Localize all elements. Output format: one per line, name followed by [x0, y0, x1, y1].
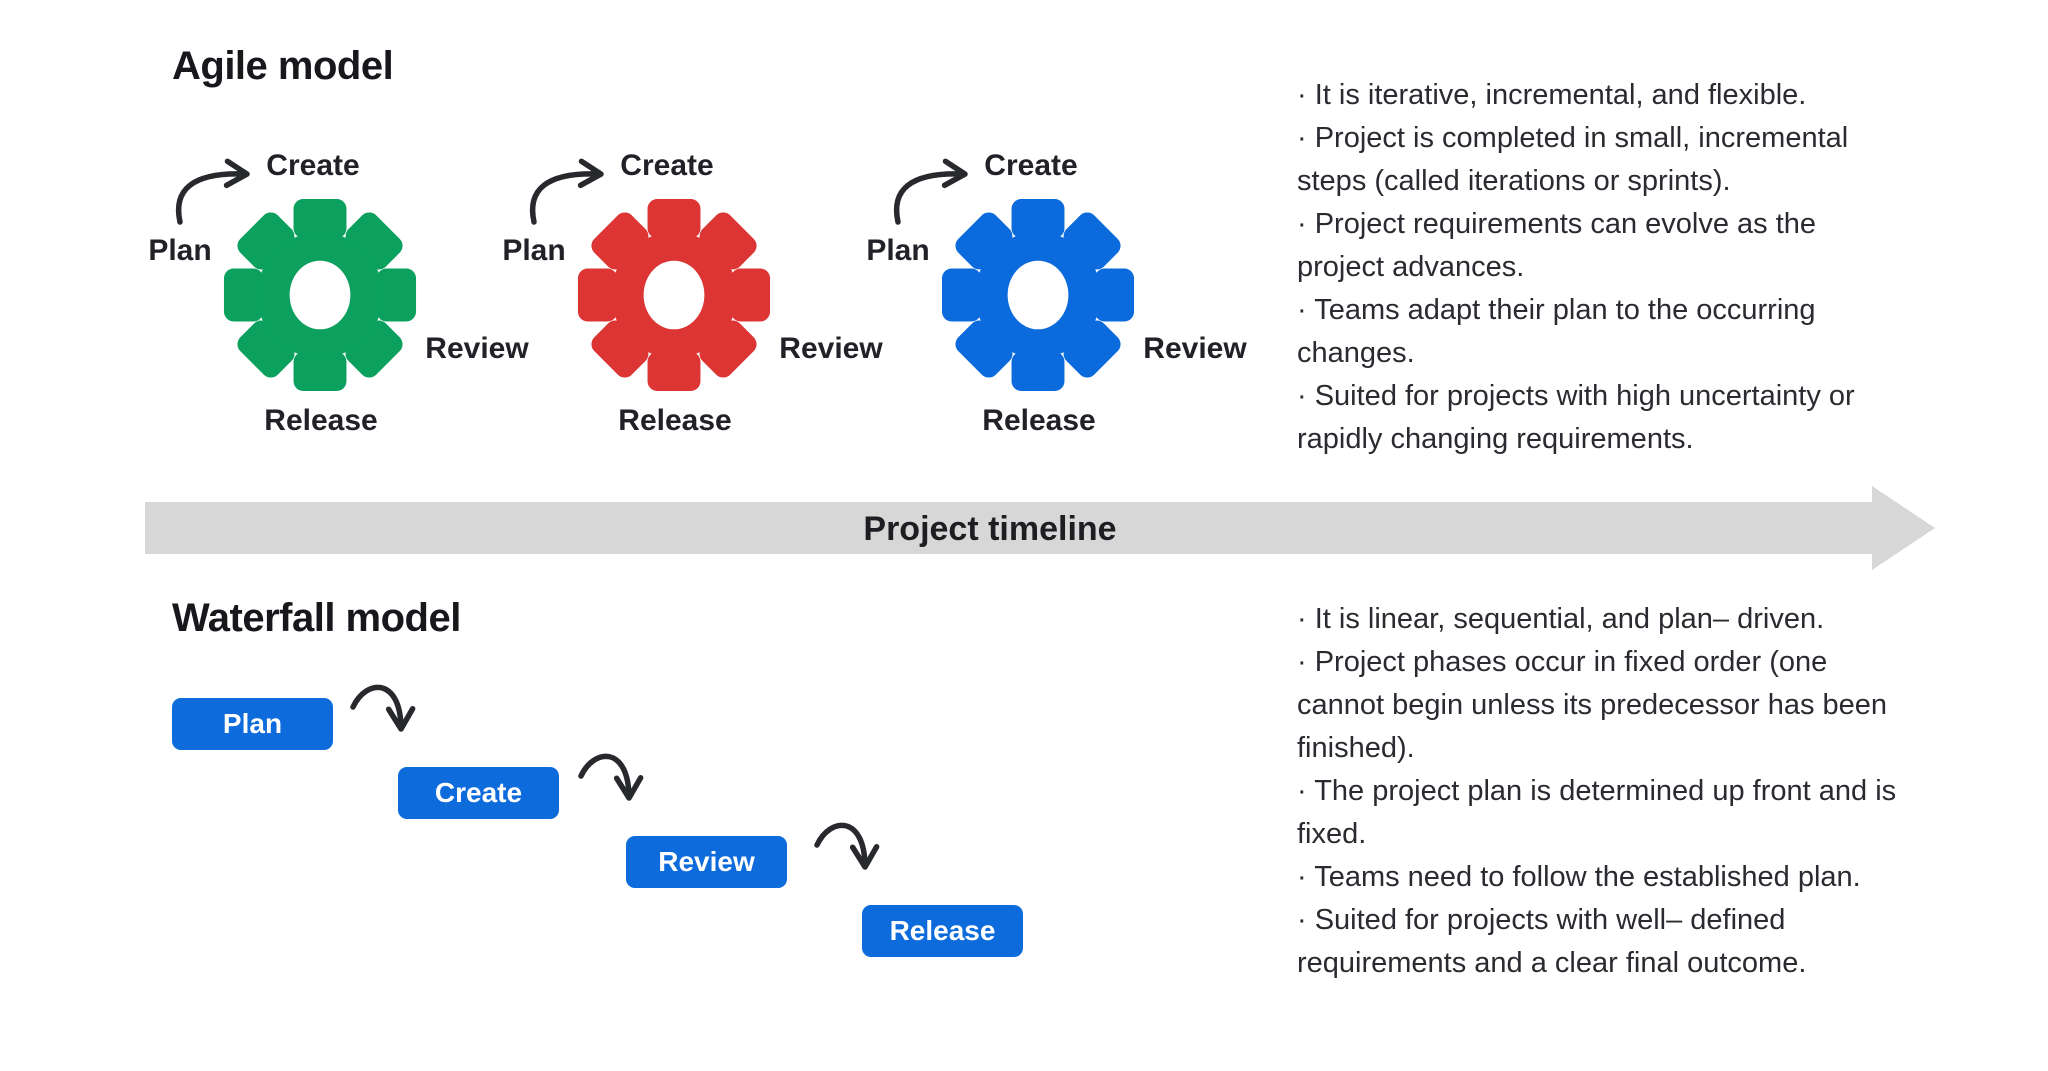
waterfall-description: · It is linear, sequential, and plan– dr…	[1297, 598, 1897, 985]
create-label: Create	[620, 149, 714, 182]
agile-title: Agile model	[172, 44, 394, 88]
waterfall-bullet: · It is linear, sequential, and plan– dr…	[1297, 603, 1825, 635]
timeline-label: Project timeline	[863, 510, 1117, 548]
agile-bullet: · Teams adapt their plan to the occurrin…	[1297, 294, 1816, 369]
waterfall-bullet: · Suited for projects with well– defined…	[1297, 904, 1807, 979]
plan-to-create-arrow	[529, 158, 604, 225]
agile-iteration-2: Plan Create Review Release	[499, 140, 889, 440]
plan-label: Plan	[148, 234, 212, 267]
gear-icon	[941, 198, 1135, 392]
review-label: Review	[425, 332, 529, 365]
waterfall-step-plan: Plan	[172, 698, 333, 750]
release-label: Release	[264, 404, 378, 437]
agile-bullet: · It is iterative, incremental, and flex…	[1297, 79, 1807, 111]
agile-bullet: · Project requirements can evolve as the…	[1297, 208, 1817, 283]
timeline-arrow	[145, 486, 1935, 570]
review-to-release-waterfall-arrow	[814, 822, 880, 870]
gear-icon	[223, 198, 417, 392]
waterfall-step-label: Review	[658, 846, 755, 877]
gear-icon	[577, 198, 771, 392]
agile-iteration-1: Plan Create Review Release	[145, 140, 535, 440]
agile-bullet: · Suited for projects with high uncertai…	[1297, 380, 1855, 455]
waterfall-step-create: Create	[398, 767, 559, 819]
agile-iteration-3: Plan Create Review Release	[863, 140, 1253, 440]
plan-to-create-arrow	[175, 158, 250, 225]
plan-label: Plan	[866, 234, 930, 267]
waterfall-step-label: Plan	[222, 708, 283, 739]
waterfall-step-label: Create	[434, 777, 523, 808]
review-label: Review	[1143, 332, 1247, 365]
release-label: Release	[982, 404, 1096, 437]
create-to-review-waterfall-arrow	[578, 753, 644, 801]
waterfall-bullet: · The project plan is determined up fron…	[1297, 775, 1897, 850]
plan-label: Plan	[502, 234, 566, 267]
waterfall-bullet: · Project phases occur in fixed order (o…	[1297, 646, 1888, 764]
review-label: Review	[779, 332, 883, 365]
waterfall-title: Waterfall model	[172, 596, 461, 640]
waterfall-step-review: Review	[626, 836, 787, 888]
waterfall-step-label: Release	[889, 915, 996, 946]
release-label: Release	[618, 404, 732, 437]
waterfall-bullet: · Teams need to follow the established p…	[1297, 861, 1861, 893]
agile-description: · It is iterative, incremental, and flex…	[1297, 74, 1897, 461]
plan-to-create-arrow	[893, 158, 968, 225]
plan-to-create-waterfall-arrow	[350, 684, 416, 732]
create-label: Create	[984, 149, 1078, 182]
waterfall-step-release: Release	[862, 905, 1023, 957]
create-label: Create	[266, 149, 360, 182]
agile-bullet: · Project is completed in small, increme…	[1297, 122, 1849, 197]
